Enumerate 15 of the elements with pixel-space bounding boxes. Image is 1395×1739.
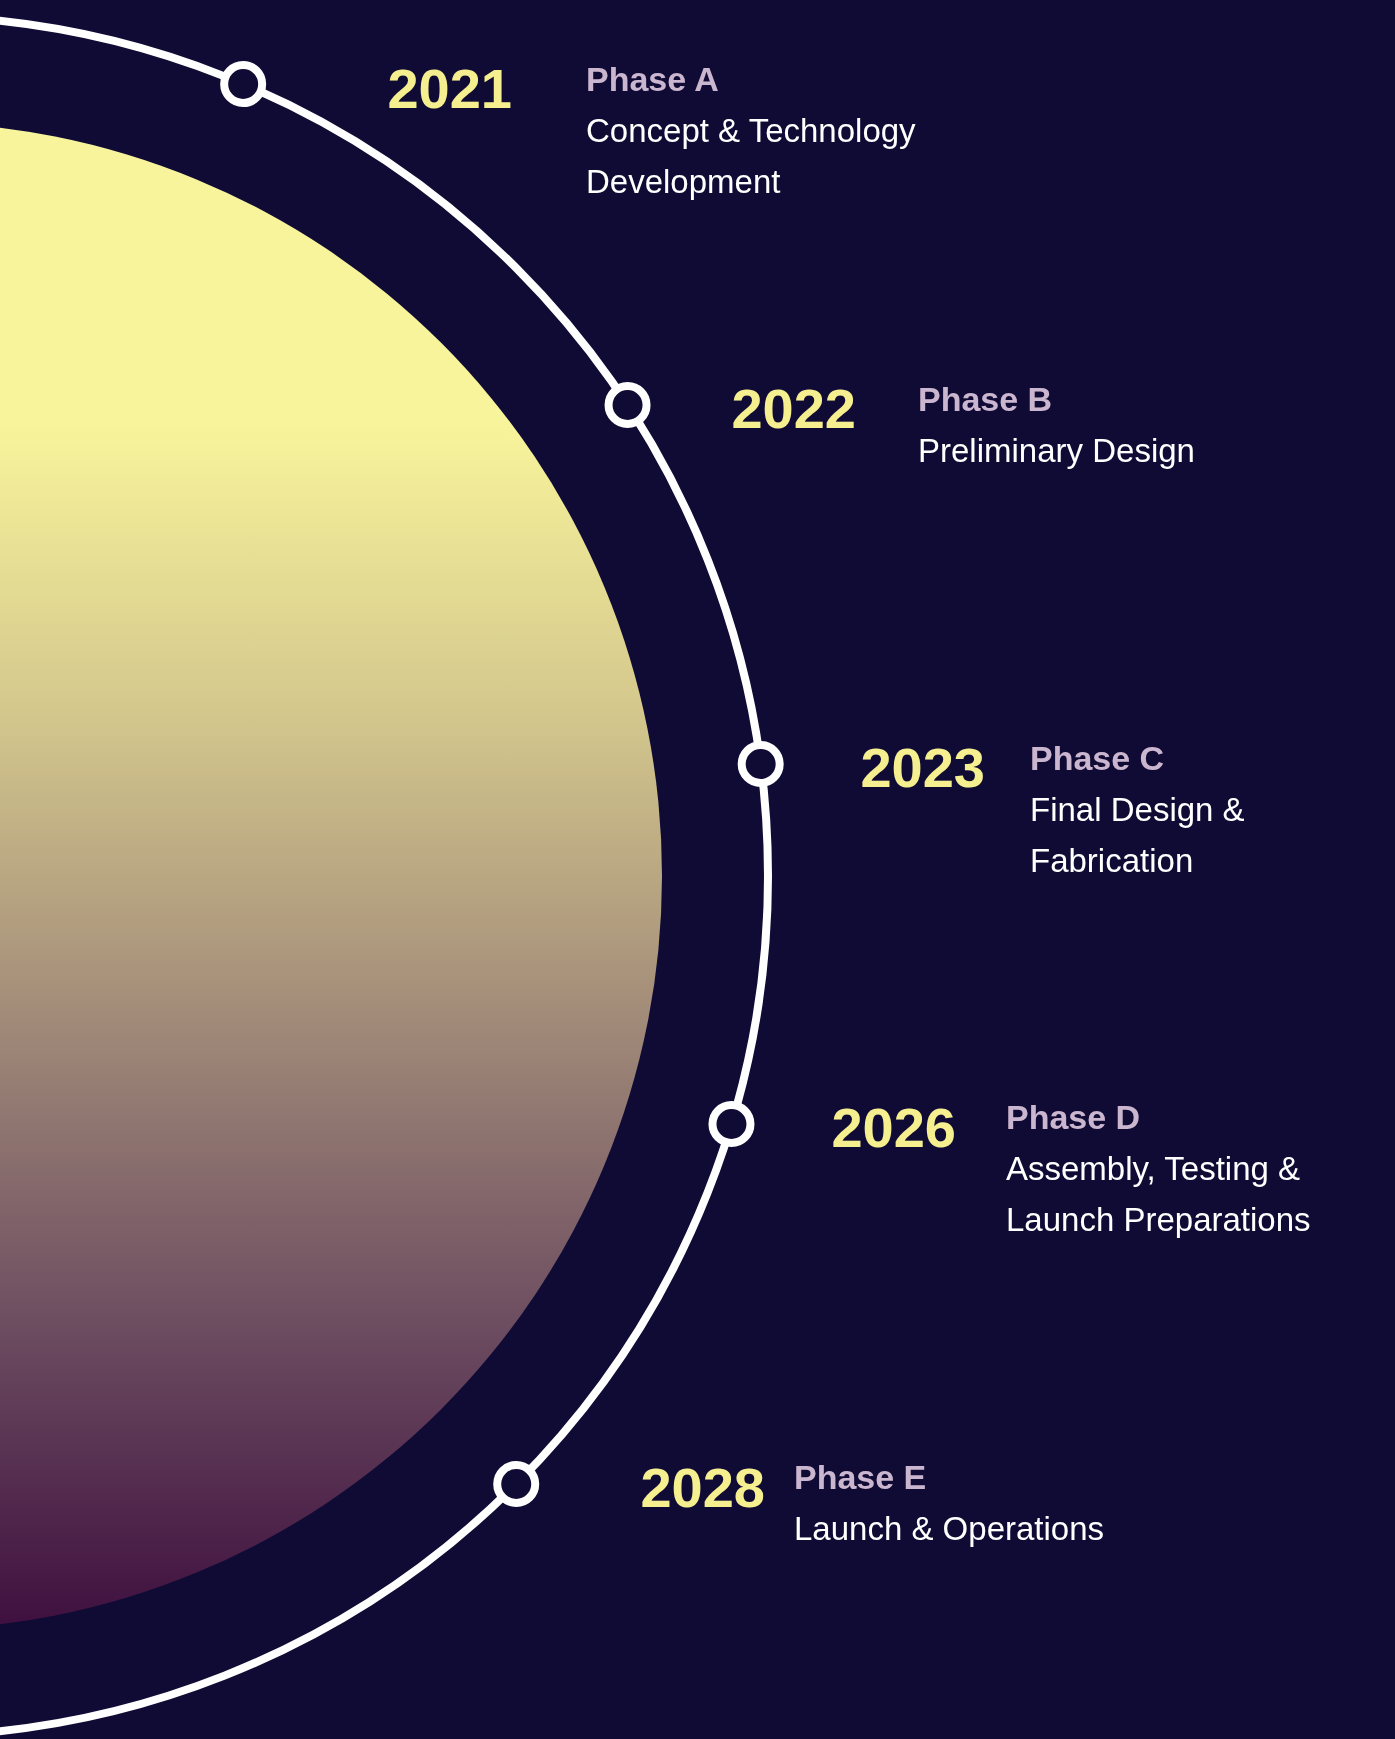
year-label: 2026 [830, 1098, 956, 1158]
year-label: 2021 [386, 59, 512, 119]
phase-heading: Phase E [794, 1457, 927, 1498]
phase-heading: Phase D [1006, 1097, 1141, 1138]
year-label: 2028 [639, 1458, 765, 1518]
phase-description: Concept & Technology Development [586, 111, 917, 202]
phase-description: Assembly, Testing & Launch Preparations [1006, 1149, 1312, 1240]
phase-heading: Phase C [1030, 738, 1165, 779]
year-label: 2023 [859, 738, 985, 798]
phase-description: Launch & Operations [794, 1509, 1106, 1549]
phase-heading: Phase A [586, 59, 719, 100]
phase-heading: Phase B [918, 379, 1053, 420]
phase-description: Final Design & Fabrication [1030, 790, 1246, 881]
year-label: 2022 [730, 379, 856, 439]
phase-description: Preliminary Design [918, 431, 1196, 471]
